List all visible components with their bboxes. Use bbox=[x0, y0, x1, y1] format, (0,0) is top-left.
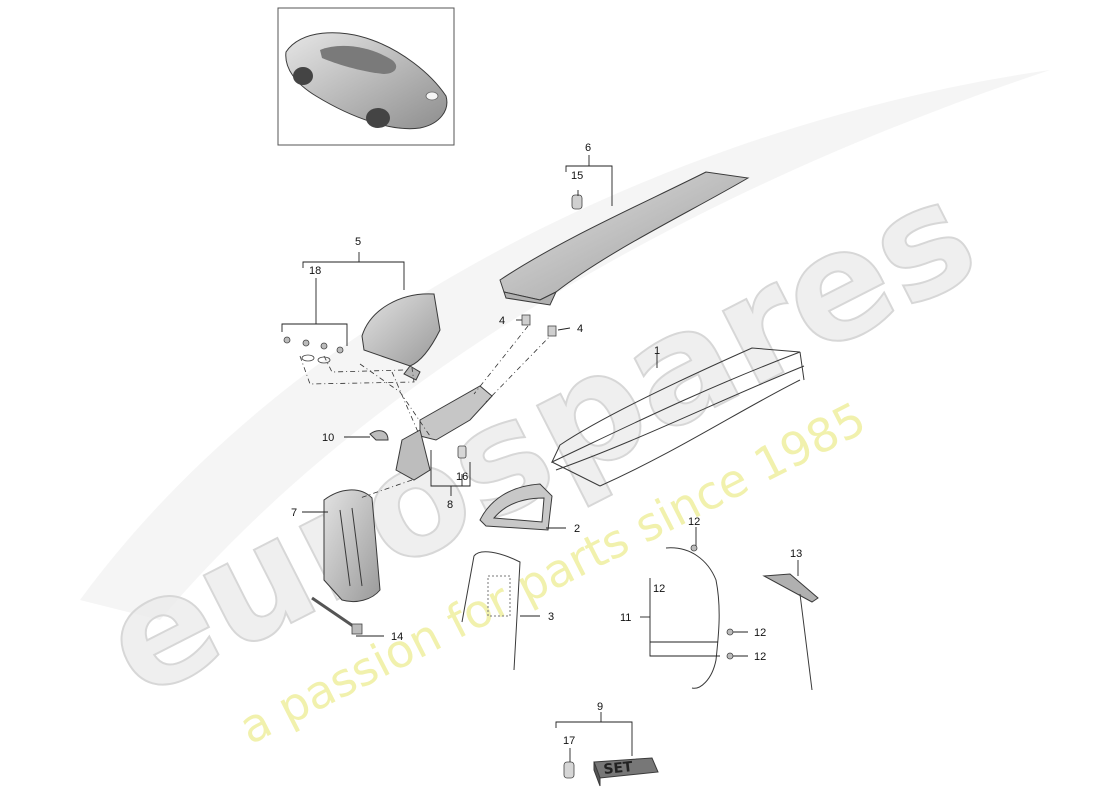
set-box: SET bbox=[593, 757, 659, 787]
car-thumbnail bbox=[277, 7, 455, 146]
callout-15: 15 bbox=[571, 170, 583, 182]
set-box-label: SET bbox=[603, 759, 634, 778]
callout-18: 18 bbox=[309, 265, 321, 277]
part-8-bracket bbox=[395, 385, 493, 481]
callout-9: 9 bbox=[597, 701, 603, 713]
callout-3: 3 bbox=[548, 611, 554, 623]
callout-4b: 4 bbox=[577, 323, 583, 335]
callout-8: 8 bbox=[447, 499, 453, 511]
part-5-side-panel bbox=[361, 293, 441, 381]
callout-12b: 12 bbox=[653, 583, 665, 595]
callout-12c: 12 bbox=[754, 627, 766, 639]
callout-17: 17 bbox=[563, 735, 575, 747]
callout-14: 14 bbox=[391, 631, 403, 643]
callout-11: 11 bbox=[620, 612, 631, 624]
part-15-screw bbox=[571, 194, 583, 210]
part-13-trim-strip bbox=[762, 573, 819, 691]
part-3-seal bbox=[461, 551, 521, 671]
callouts: 1 2 3 4 4 5 6 7 8 9 10 11 12 12 12 12 13… bbox=[291, 142, 802, 747]
part-17-screw bbox=[563, 761, 575, 779]
part-14-strap bbox=[311, 596, 363, 635]
callout-4a: 4 bbox=[499, 315, 505, 327]
part-6-roof-panel bbox=[499, 171, 750, 306]
callout-12a: 12 bbox=[688, 516, 700, 528]
part-16-screw bbox=[457, 445, 467, 459]
part-11-hose bbox=[665, 547, 720, 689]
car-wheel-rear bbox=[293, 67, 313, 85]
leader-lines bbox=[281, 155, 799, 762]
fasteners bbox=[283, 314, 734, 660]
assembly-lines bbox=[299, 325, 555, 499]
watermark-swoosh bbox=[80, 70, 1050, 620]
callout-7: 7 bbox=[291, 507, 297, 519]
part-1-roof-frame bbox=[550, 347, 805, 487]
watermark: eurospares a passion for parts since 198… bbox=[76, 70, 1050, 755]
callout-6: 6 bbox=[585, 142, 591, 154]
part-7-side-cover bbox=[323, 489, 381, 603]
callout-2: 2 bbox=[574, 523, 580, 535]
car-roof bbox=[320, 45, 397, 74]
part-10-clip bbox=[369, 430, 389, 441]
callout-13: 13 bbox=[790, 548, 802, 560]
callout-10: 10 bbox=[322, 432, 334, 444]
car-wheel-front bbox=[366, 108, 390, 128]
callout-12d: 12 bbox=[754, 651, 766, 663]
callout-1: 1 bbox=[654, 345, 660, 357]
part-2-window-frame bbox=[479, 483, 553, 531]
callout-16: 16 bbox=[456, 471, 468, 483]
callout-5: 5 bbox=[355, 236, 361, 248]
car-headlight bbox=[425, 91, 439, 101]
